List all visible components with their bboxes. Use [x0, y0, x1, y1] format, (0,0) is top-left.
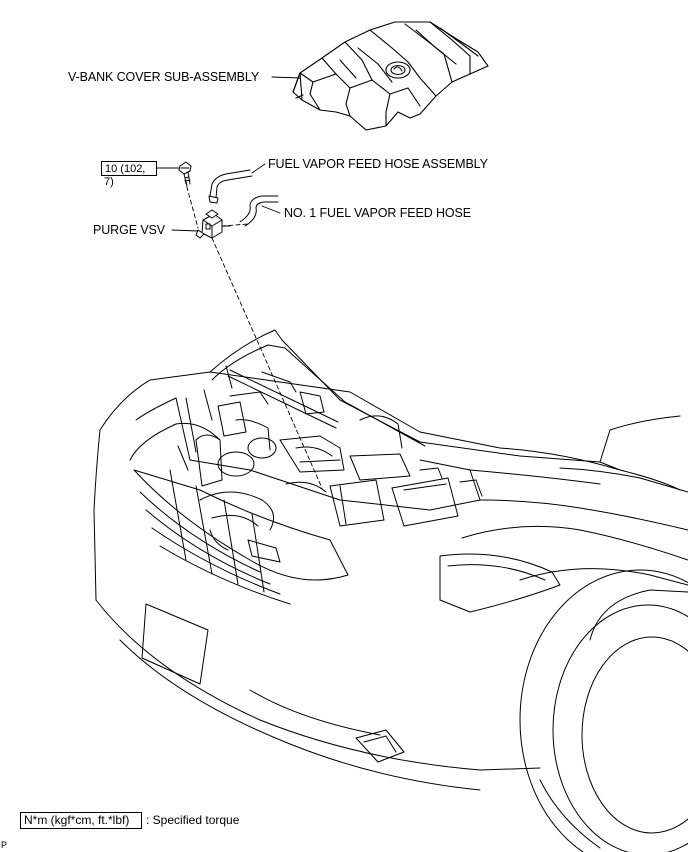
label-purge-vsv: PURGE VSV [93, 223, 166, 237]
label-no1-fuel-vapor-feed-hose: NO. 1 FUEL VAPOR FEED HOSE [284, 206, 472, 220]
vehicle-drawing [93, 329, 688, 852]
leader-fuel-vapor-feed-hose [251, 163, 266, 174]
leader-v-bank-cover [271, 76, 301, 79]
label-fuel-vapor-feed-hose-assembly: FUEL VAPOR FEED HOSE ASSEMBLY [268, 157, 488, 171]
purge-vsv-drawing [195, 209, 231, 239]
fuel-vapor-feed-hose-assembly-drawing [208, 169, 253, 204]
legend-torque-units: N*m (kgf*cm, ft.*lbf) [24, 813, 130, 827]
label-v-bank-cover: V-BANK COVER SUB-ASSEMBLY [68, 70, 260, 84]
torque-value-line1: 10 (102, [105, 163, 146, 175]
torque-value-box: 10 (102, [101, 161, 157, 176]
torque-value-line2: 7) [104, 176, 114, 188]
install-guide-lines [184, 179, 323, 489]
bolt-drawing [178, 161, 192, 187]
v-bank-cover-drawing [292, 21, 489, 131]
leader-no1-hose [261, 205, 281, 214]
legend-description: : Specified torque [146, 813, 240, 827]
legend-torque-units-box: N*m (kgf*cm, ft.*lbf) [20, 812, 142, 829]
corner-code: P [1, 840, 8, 850]
no1-fuel-vapor-feed-hose-drawing [239, 195, 279, 227]
leader-purge-vsv [171, 229, 199, 232]
